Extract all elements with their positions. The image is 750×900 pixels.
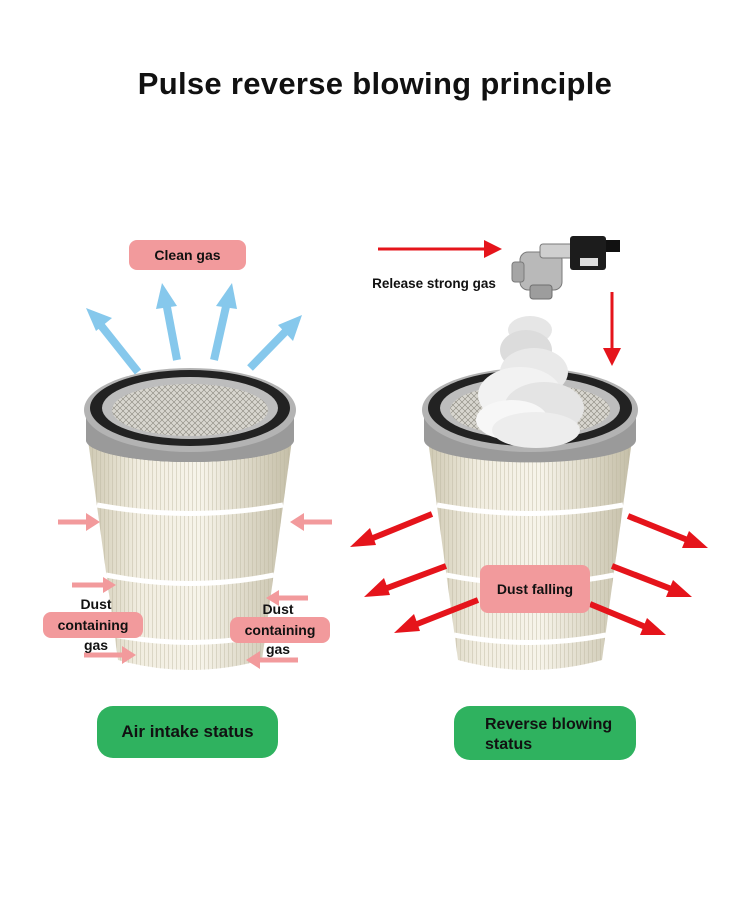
clean-gas-label: Clean gas xyxy=(129,240,246,270)
dust-intake-arrows xyxy=(58,513,332,669)
dust-gas-label-right-line1: Dust xyxy=(262,601,294,617)
release-strong-gas-label: Release strong gas xyxy=(372,276,496,291)
left-filter-cartridge xyxy=(84,368,296,670)
reverse-blowing-status-line1: Reverse blowing xyxy=(485,716,613,733)
reverse-blowing-status-badge: Reverse blowing status xyxy=(454,706,636,760)
dust-falling-label: Dust falling xyxy=(480,565,590,613)
page-title: Pulse reverse blowing principle xyxy=(137,66,613,101)
clean-gas-arrows xyxy=(86,283,302,375)
valve-input-arrows xyxy=(378,240,621,366)
dust-gas-label-left-line1: Dust xyxy=(80,596,112,612)
dust-gas-label-right-line2: containing xyxy=(230,617,330,643)
dust-gas-label-left-line2: containing xyxy=(43,612,143,638)
reverse-blow-arrows xyxy=(350,511,708,635)
reverse-blowing-status-line2: status xyxy=(485,736,533,753)
air-intake-status-badge: Air intake status xyxy=(97,706,278,758)
dust-gas-label-left-line3: gas xyxy=(83,637,109,653)
dust-gas-label-right-line3: gas xyxy=(265,641,291,657)
pulse-gas-cloud xyxy=(476,316,584,448)
pulse-valve-icon xyxy=(511,236,620,300)
air-intake-status-text: Air intake status xyxy=(121,722,254,741)
